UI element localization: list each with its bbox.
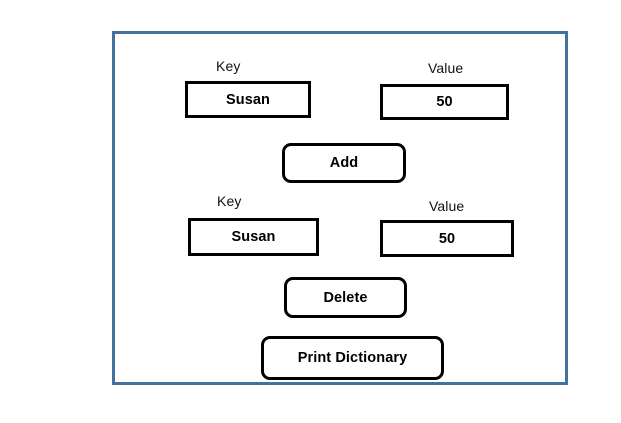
delete-key-input[interactable]: Susan bbox=[188, 218, 319, 256]
delete-value-input[interactable]: 50 bbox=[380, 220, 514, 257]
delete-key-label: Key bbox=[217, 193, 242, 209]
delete-button[interactable]: Delete bbox=[284, 277, 407, 318]
dictionary-app-window: Key Susan Value 50 Add Key Susan Value 5… bbox=[112, 31, 568, 385]
add-value-input[interactable]: 50 bbox=[380, 84, 509, 120]
add-key-input[interactable]: Susan bbox=[185, 81, 311, 118]
print-dictionary-button[interactable]: Print Dictionary bbox=[261, 336, 444, 380]
add-button[interactable]: Add bbox=[282, 143, 406, 183]
add-key-label: Key bbox=[216, 58, 241, 74]
delete-value-label: Value bbox=[429, 198, 465, 214]
add-value-label: Value bbox=[428, 60, 464, 76]
